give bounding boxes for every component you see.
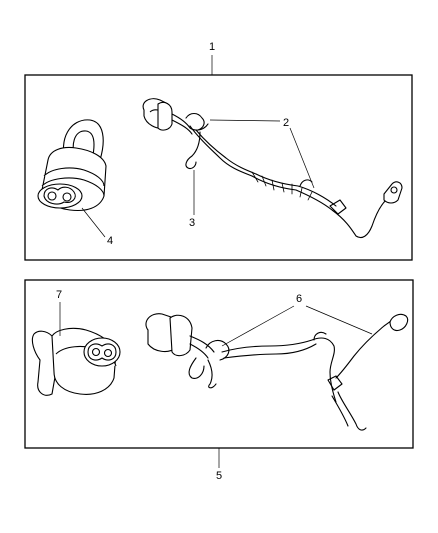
callout-5: 5	[216, 470, 222, 482]
leader-2a	[209, 119, 281, 122]
callout-7: 7	[56, 289, 62, 301]
socket-part-7	[31, 327, 121, 396]
upper-panel-frame	[24, 74, 413, 261]
callout-4: 4	[107, 235, 113, 247]
callout-2: 2	[283, 117, 289, 129]
callout-1: 1	[209, 41, 215, 53]
leader-4	[81, 207, 106, 238]
leader-6b	[305, 305, 373, 335]
leader-2b	[289, 127, 315, 189]
callout-6: 6	[296, 293, 302, 305]
leader-6a	[221, 305, 295, 347]
wire-harness-part-6	[145, 313, 409, 431]
socket-with-loop-part-4	[37, 119, 107, 212]
wire-harness-part-2	[142, 98, 403, 239]
callout-3: 3	[189, 217, 195, 229]
